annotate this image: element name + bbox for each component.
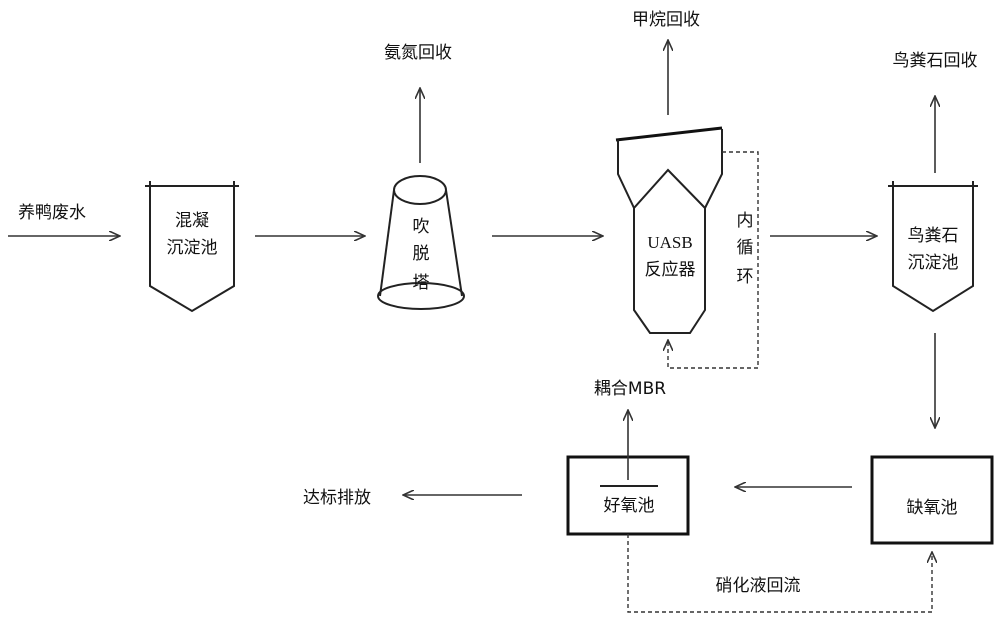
ammonia-recovery-label: 氨氮回收 xyxy=(384,43,452,63)
circulation-char-3: 环 xyxy=(737,267,754,287)
coag-tank-label-line1: 混凝 xyxy=(175,211,209,231)
methane-recovery-label: 甲烷回收 xyxy=(632,10,700,30)
struvite-tank-label-line1: 鸟粪石 xyxy=(908,226,959,246)
stripper-char-3: 塔 xyxy=(413,273,430,293)
anoxic-tank-label: 缺氧池 xyxy=(907,498,958,518)
uasb-label-line1: UASB xyxy=(647,233,692,252)
uasb-reactor: UASB 反应器 xyxy=(615,126,723,334)
nitrate-return-label: 硝化液回流 xyxy=(716,576,801,596)
nitrate-return-loop xyxy=(627,534,932,613)
input-label: 养鸭废水 xyxy=(18,203,86,223)
coagulation-sedimentation-tank: 混凝 沉淀池 xyxy=(145,181,239,313)
stripper-char-1: 吹 xyxy=(413,217,430,237)
coag-tank-label-line2: 沉淀池 xyxy=(167,238,218,258)
struvite-tank-label-line2: 沉淀池 xyxy=(908,253,959,273)
circulation-char-2: 循 xyxy=(737,238,754,258)
circulation-char-1: 内 xyxy=(737,211,754,231)
stripping-tower: 吹 脱 塔 xyxy=(377,175,465,310)
struvite-recovery-label: 鸟粪石回收 xyxy=(893,51,978,71)
anoxic-tank: 缺氧池 xyxy=(870,455,994,545)
struvite-sedimentation-tank: 鸟粪石 沉淀池 xyxy=(888,181,978,313)
mbr-label: 耦合MBR xyxy=(594,379,666,399)
discharge-label: 达标排放 xyxy=(303,488,371,508)
aerobic-tank-label: 好氧池 xyxy=(604,496,655,516)
uasb-label-line2: 反应器 xyxy=(645,260,696,280)
stripper-char-2: 脱 xyxy=(413,244,430,264)
internal-circulation-loop xyxy=(668,151,759,369)
